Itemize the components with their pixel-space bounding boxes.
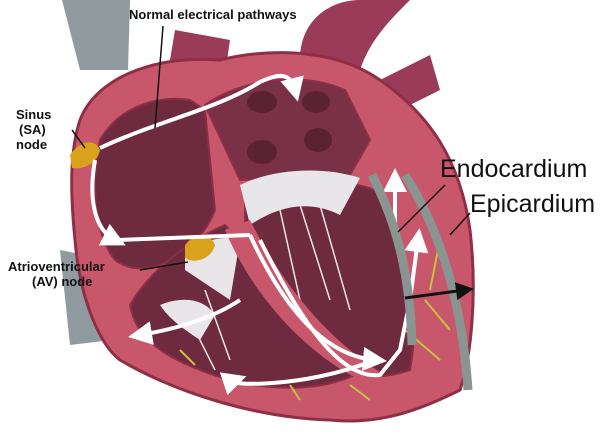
valve-opening	[247, 91, 277, 113]
sa-label-line1: Sinus	[16, 108, 51, 123]
pathways-label: Normal electrical pathways	[129, 8, 297, 23]
sa-label-line3: node	[16, 138, 51, 153]
valve-opening	[302, 91, 330, 113]
av-node-label: Atrioventricular (AV) node	[8, 260, 105, 290]
av-label-line2: (AV) node	[8, 275, 105, 290]
av-label-line1: Atrioventricular	[8, 260, 105, 275]
endocardium-label: Endocardium	[440, 155, 587, 184]
valve-opening	[304, 128, 332, 152]
valve-opening	[247, 140, 277, 164]
epicardium-label: Epicardium	[470, 190, 595, 219]
sa-label-line2: (SA)	[16, 123, 51, 138]
sa-node-label: Sinus (SA) node	[16, 108, 51, 153]
